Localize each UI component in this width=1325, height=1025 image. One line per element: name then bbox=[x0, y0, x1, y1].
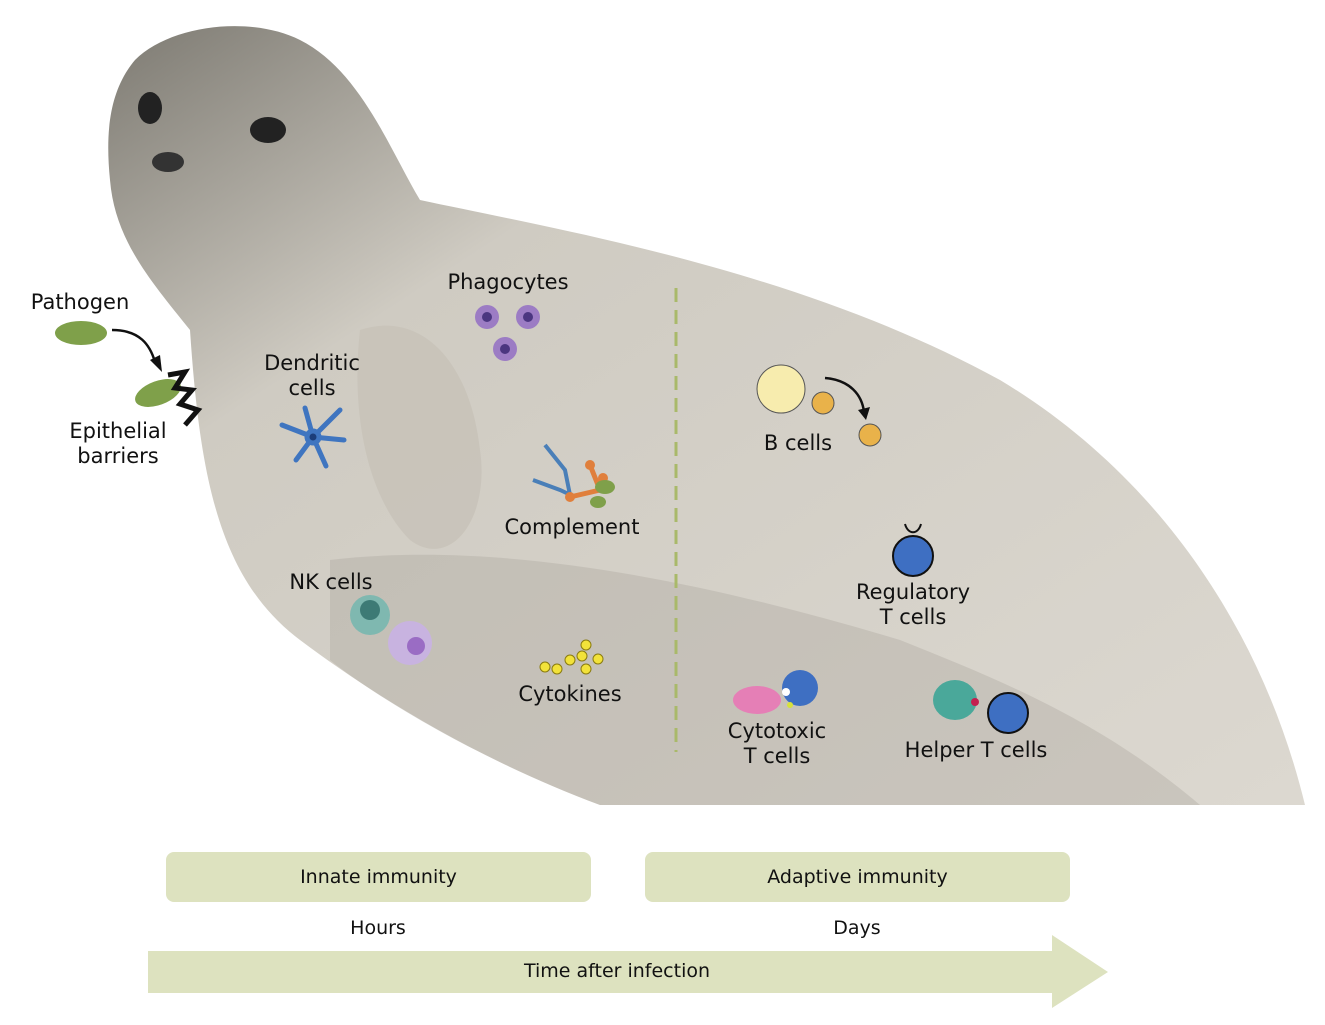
adaptive-immunity-panel: Adaptive immunity bbox=[645, 852, 1070, 902]
label-line: Dendritic bbox=[264, 351, 360, 375]
b-cell-icon bbox=[756, 364, 882, 447]
seal-shadow bbox=[330, 554, 1200, 805]
epithelial-barrier-icon bbox=[167, 368, 203, 427]
seal-eye bbox=[138, 92, 162, 124]
label-line: Cytotoxic bbox=[727, 719, 827, 743]
label-helper: Helper T cells bbox=[904, 738, 1048, 762]
seal-body bbox=[108, 26, 1305, 806]
label-b-cells: B cells bbox=[763, 431, 833, 455]
label-line: T cells bbox=[879, 605, 947, 629]
cytokine-icon bbox=[539, 639, 604, 675]
dendritic-cell-icon bbox=[279, 405, 347, 469]
label-line: barriers bbox=[77, 444, 159, 468]
label-line: cells bbox=[288, 376, 336, 400]
nk-cell-icon bbox=[350, 595, 432, 665]
complement-icon bbox=[532, 443, 615, 508]
label-cytokines: Cytokines bbox=[518, 682, 622, 706]
arrow-icon bbox=[111, 328, 157, 363]
phagocyte-icon bbox=[475, 305, 540, 361]
label-pathogen: Pathogen bbox=[30, 290, 130, 314]
pathogen-icon bbox=[55, 321, 107, 345]
label-complement: Complement bbox=[504, 515, 640, 539]
seal-nose bbox=[152, 152, 184, 172]
pathogen-icon bbox=[135, 379, 181, 407]
label-line: Regulatory bbox=[855, 580, 971, 604]
label-phagocytes: Phagocytes bbox=[447, 270, 569, 294]
label-line: T cells bbox=[743, 744, 811, 768]
regulatory-t-cell-icon bbox=[892, 523, 934, 577]
innate-immunity-panel: Innate immunity bbox=[166, 852, 591, 902]
seal-eye bbox=[250, 117, 286, 143]
label-line: Epithelial bbox=[69, 419, 167, 443]
cytotoxic-t-cell-icon bbox=[733, 670, 818, 714]
helper-t-cell-icon bbox=[933, 680, 1029, 734]
hours-label: Hours bbox=[350, 917, 406, 939]
time-axis-label: Time after infection bbox=[523, 960, 711, 982]
days-label: Days bbox=[833, 917, 881, 939]
seal-flipper bbox=[357, 325, 482, 549]
label-nk-cells: NK cells bbox=[289, 570, 373, 594]
time-arrow bbox=[148, 935, 1108, 1008]
